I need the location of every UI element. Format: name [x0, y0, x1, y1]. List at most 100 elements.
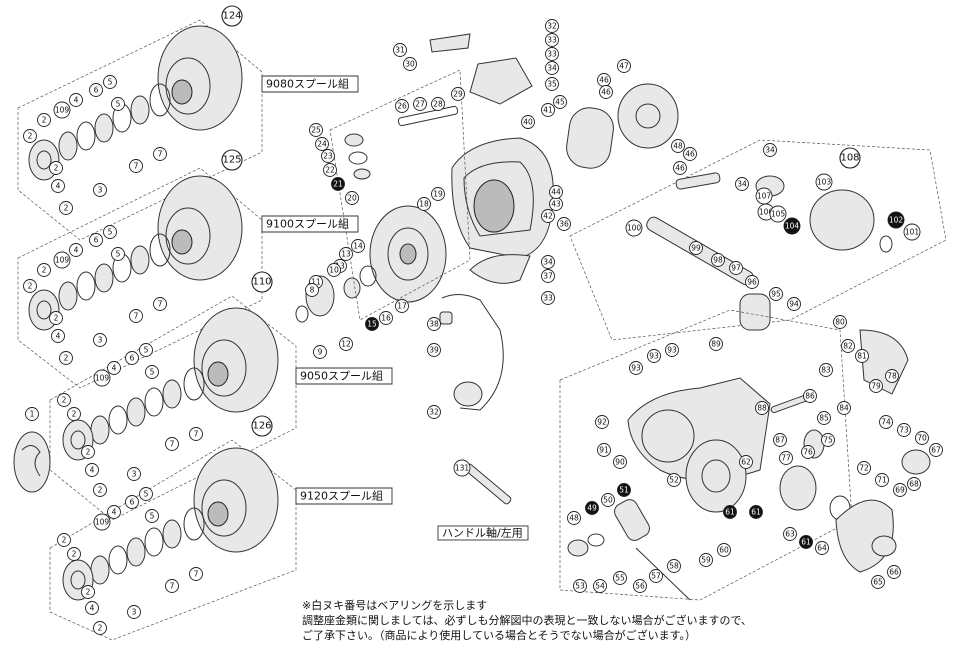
part-callout-circle: [139, 343, 153, 357]
part-callout-circle: [879, 415, 893, 429]
part-callout-circle: [103, 225, 117, 239]
part-callout-circle: [545, 19, 559, 33]
part-callout-circle: [321, 149, 335, 163]
part-callout-circle: [59, 351, 73, 365]
part-number-80: 80: [835, 318, 845, 327]
part-number-20: 20: [347, 194, 357, 203]
part-number-24: 24: [317, 140, 327, 149]
part-number-71: 71: [877, 476, 887, 485]
part-number-77: 77: [781, 454, 791, 463]
part-callout-circle: [599, 85, 613, 99]
footnote-bearing: ※白ヌキ番号はベアリングを示します: [302, 599, 488, 612]
part-callout-circle: [545, 47, 559, 61]
part-callout-circle: [545, 33, 559, 47]
part-callout-circle: [427, 343, 441, 357]
footnote-apology: ご了承下さい。（商品により使用している場合とそうでない場合がございます。）: [302, 629, 697, 642]
part-callout-circle: [103, 75, 117, 89]
part-number-50: 50: [603, 496, 613, 505]
part-number-55: 55: [615, 574, 625, 583]
part-callout-circle: [111, 247, 125, 261]
part-callout-circle: [127, 467, 141, 481]
part-number-32: 32: [547, 22, 557, 31]
part-callout-circle: [585, 501, 599, 515]
part-callout-circle: [613, 571, 627, 585]
part-number-2: 2: [42, 266, 47, 275]
part-number-29: 29: [453, 90, 463, 99]
part-number-34: 34: [765, 146, 775, 155]
part-callout-circle: [395, 99, 409, 113]
spool-9120-label: 9120スプール組: [300, 490, 383, 503]
part-callout-circle: [89, 233, 103, 247]
part-callout-circle: [417, 197, 431, 211]
part-number-88: 88: [757, 404, 767, 413]
part-callout-circle: [821, 433, 835, 447]
part-number-4: 4: [90, 466, 95, 475]
part-callout-circle: [683, 147, 697, 161]
handle-shaft-label: ハンドル軸/左用: [442, 526, 523, 540]
part-callout-circle: [769, 205, 787, 223]
part-callout-circle: [617, 59, 631, 73]
part-number-81: 81: [857, 352, 867, 361]
part-callout-circle: [689, 241, 703, 255]
part-number-46: 46: [599, 76, 609, 85]
part-number-103: 103: [817, 178, 832, 187]
part-callout-circle: [779, 451, 793, 465]
group-110-number: 110: [252, 277, 271, 288]
part-callout-circle: [749, 505, 763, 519]
part-number-93: 93: [649, 352, 659, 361]
part-number-34: 34: [543, 258, 553, 267]
part-number-67: 67: [931, 446, 941, 455]
spool-assembly-9050: 9050スプール組 110: [49, 271, 393, 521]
part-number-28: 28: [433, 100, 443, 109]
part-callout-circle: [413, 97, 427, 111]
part-callout-circle: [769, 287, 783, 301]
part-callout-circle: [787, 297, 801, 311]
part-number-65: 65: [873, 578, 883, 587]
part-callout-circle: [857, 461, 871, 475]
part-number-2: 2: [54, 314, 59, 323]
part-number-2: 2: [64, 354, 69, 363]
part-callout-circle: [57, 533, 71, 547]
part-callout-circle: [25, 407, 39, 421]
part-callout-circle: [393, 43, 407, 57]
part-number-16: 16: [381, 314, 391, 323]
part-number-2: 2: [62, 396, 67, 405]
part-callout-circle: [887, 565, 901, 579]
part-callout-circle: [541, 103, 555, 117]
part-number-84: 84: [839, 404, 849, 413]
part-number-7: 7: [170, 582, 175, 591]
part-number-98: 98: [713, 256, 723, 265]
part-callout-circle: [129, 159, 143, 173]
part-callout-circle: [601, 493, 615, 507]
group-124-number: 124: [222, 11, 241, 22]
part-callout-circle: [51, 179, 65, 193]
part-callout-circle: [153, 147, 167, 161]
part-callout-circle: [541, 255, 555, 269]
part-callout-circle: [431, 97, 445, 111]
part-callout-circle: [803, 389, 817, 403]
body-gear-assembly: [559, 309, 931, 601]
part-number-101: 101: [905, 228, 920, 237]
part-number-54: 54: [595, 582, 605, 591]
part-callout-circle: [671, 139, 685, 153]
part-callout-circle: [125, 351, 139, 365]
part-callout-circle: [53, 101, 71, 119]
part-callout-circle: [81, 445, 95, 459]
part-number-86: 86: [805, 392, 815, 401]
part-callout-circle: [339, 247, 353, 261]
part-number-51: 51: [619, 486, 629, 495]
part-number-12: 12: [341, 340, 351, 349]
part-number-96: 96: [747, 278, 757, 287]
part-callout-circle: [427, 405, 441, 419]
part-number-4: 4: [90, 604, 95, 613]
part-number-5: 5: [116, 250, 121, 259]
part-number-85: 85: [819, 414, 829, 423]
part-number-63: 63: [785, 530, 795, 539]
part-callout-circle: [69, 243, 83, 257]
part-number-13: 13: [341, 250, 351, 259]
part-number-7: 7: [158, 150, 163, 159]
part-callout-circle: [395, 299, 409, 313]
part-number-46: 46: [685, 150, 695, 159]
part-number-99: 99: [691, 244, 701, 253]
